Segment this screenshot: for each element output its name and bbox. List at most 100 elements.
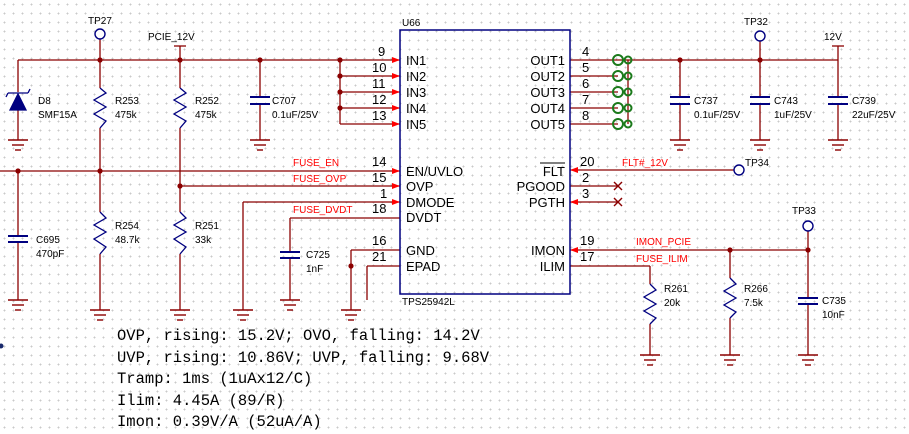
label-r253: R253 (115, 96, 139, 107)
capacitor-c735[interactable] (798, 297, 818, 305)
ground-icon (750, 139, 770, 151)
note-line: Imon: 0.39V/A (52uA/A) (117, 413, 322, 431)
pin-name: GND (406, 243, 435, 258)
ground-icon (233, 309, 253, 321)
label-c737: C737 (694, 96, 718, 107)
value-r253: 475k (115, 110, 138, 121)
ground-icon (250, 139, 270, 151)
pin-num: 14 (372, 154, 386, 169)
pin-num: 7 (582, 92, 589, 107)
pin-name: OUT5 (530, 117, 565, 132)
note-line: UVP, rising: 10.86V; UVP, falling: 9.68V (117, 348, 490, 367)
tp-label: TP34 (745, 158, 769, 169)
capacitor-c743[interactable] (750, 96, 770, 105)
pin-num: 12 (372, 92, 386, 107)
design-notes: OVP, rising: 15.2V; OVO, falling: 14.2V … (117, 326, 489, 434)
resistor-r266[interactable] (722, 277, 738, 319)
pin-name: IN4 (406, 101, 426, 116)
pin-name: IN3 (406, 85, 426, 100)
label-c743: C743 (774, 96, 798, 107)
pin-name: IN2 (406, 69, 426, 84)
test-point-tp32[interactable] (754, 30, 766, 42)
capacitor-c737[interactable] (670, 96, 690, 105)
label-c735: C735 (822, 296, 846, 307)
pin-name: OUT2 (530, 69, 565, 84)
pin-num: 8 (582, 108, 589, 123)
pin-name: IN5 (406, 117, 426, 132)
net-fuse-en: FUSE_EN (293, 158, 339, 169)
pin-num: 13 (372, 108, 386, 123)
capacitor-c707[interactable] (250, 96, 270, 105)
pin-name: OUT3 (530, 85, 565, 100)
pin-num: 21 (372, 249, 386, 264)
value-c739: 22uF/25V (852, 110, 896, 121)
test-point-tp34[interactable] (733, 164, 745, 176)
value-r254: 48.7k (115, 235, 140, 246)
label-c707: C707 (272, 96, 296, 107)
value-r266: 7.5k (744, 298, 764, 309)
pin-num: 16 (372, 233, 386, 248)
ground-icon (720, 354, 740, 366)
pin-name: DVDT (406, 210, 441, 225)
test-point-tp33[interactable] (802, 220, 814, 232)
label-c739: C739 (852, 96, 876, 107)
pin-name: EPAD (406, 259, 440, 274)
ground-icon (90, 309, 110, 321)
ground-icon (280, 299, 300, 311)
value-c707: 0.1uF/25V (272, 110, 318, 121)
pin-num: 19 (580, 233, 594, 248)
pin-name: EN/UVLO (406, 164, 463, 179)
pin-name: OVP (406, 179, 433, 194)
tp-label: TP33 (792, 206, 816, 217)
label-r252: R252 (195, 96, 219, 107)
resistor-r252[interactable] (172, 87, 188, 129)
value-c725: 1nF (306, 264, 323, 275)
capacitor-c725[interactable] (280, 251, 300, 259)
pin-num: 6 (582, 76, 589, 91)
capacitor-c739[interactable] (828, 96, 848, 105)
pin-num: 17 (580, 249, 594, 264)
ground-icon (8, 299, 28, 311)
value-r261: 20k (664, 298, 681, 309)
pin-name: PGTH (529, 195, 565, 210)
note-line: Tramp: 1ms (1uAx12/C) (117, 370, 313, 388)
ground-icon (170, 309, 190, 321)
tp-label: TP32 (744, 17, 768, 28)
resistor-r261[interactable] (642, 283, 658, 325)
pin-name: IMON (531, 243, 565, 258)
tp-label: TP27 (88, 16, 112, 27)
label-r261: R261 (664, 284, 688, 295)
resistor-r253[interactable] (92, 87, 108, 129)
ic-body[interactable] (399, 29, 571, 295)
ic-ref: U66 (402, 18, 421, 29)
net-flt: FLT#_12V (622, 158, 668, 169)
net-ilim: FUSE_ILIM (636, 254, 688, 265)
pin-name: OUT1 (530, 53, 565, 68)
note-line: OVP, rising: 15.2V; OVO, falling: 14.2V (117, 327, 480, 345)
label-d8: D8 (38, 96, 51, 107)
pin-num: 10 (372, 60, 386, 75)
pin-num: 1 (380, 186, 387, 201)
pin-num: 15 (372, 170, 386, 185)
pin-name: PGOOD (517, 179, 565, 194)
pin-num: 4 (582, 44, 589, 59)
resistor-r251[interactable] (172, 211, 188, 255)
pin-num: 3 (582, 186, 589, 201)
resistor-r254[interactable] (92, 211, 108, 255)
value-r252: 475k (195, 110, 218, 121)
ground-icon (670, 139, 690, 151)
pin-num: 9 (378, 44, 385, 59)
net-fuse-ovp: FUSE_OVP (293, 174, 347, 185)
capacitor-c695[interactable] (8, 235, 28, 243)
rail-out: 12V (824, 32, 842, 43)
pin-name: FLT (543, 164, 565, 179)
value-d8: SMF15A (38, 110, 77, 121)
test-point-tp27[interactable] (94, 28, 106, 40)
label-r254: R254 (115, 221, 139, 232)
diode-d8[interactable] (5, 88, 31, 111)
pin-num: 20 (580, 154, 594, 169)
ground-icon (341, 309, 361, 321)
rail-pcie: PCIE_12V (148, 32, 195, 43)
